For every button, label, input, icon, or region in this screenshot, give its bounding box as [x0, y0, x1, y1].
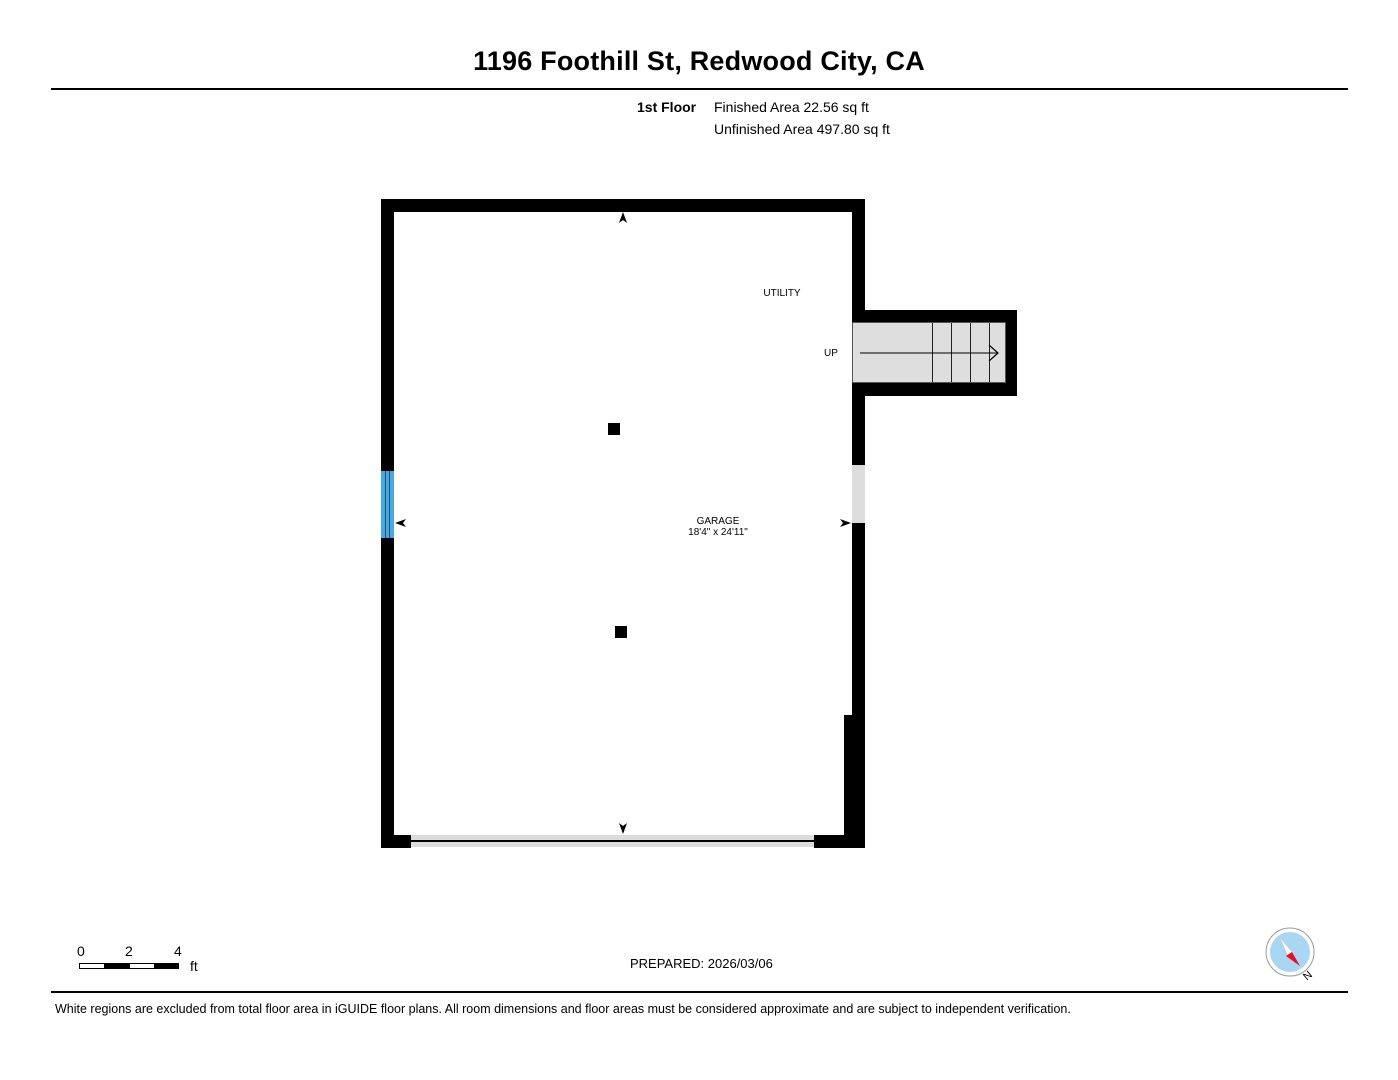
wall-bottom-right: [814, 835, 865, 848]
marker-right-icon: [840, 519, 851, 527]
scale-tick-0: 0: [77, 943, 85, 959]
marker-up-icon: [619, 212, 627, 223]
finished-area: Finished Area 22.56 sq ft: [714, 99, 869, 115]
scale-track: [79, 963, 179, 969]
page-title: 1196 Foothill St, Redwood City, CA: [473, 46, 925, 76]
header-rule: [51, 88, 1348, 90]
room-label-garage: GARAGE: [696, 516, 740, 527]
unfinished-area: Unfinished Area 497.80 sq ft: [714, 121, 890, 137]
stairs-up-label: UP: [824, 348, 838, 359]
scale-tick-2: 2: [125, 943, 133, 959]
garage-door: [411, 835, 814, 847]
compass-icon: N: [1264, 926, 1324, 986]
wall-left-upper: [381, 199, 394, 471]
floor-label: 1st Floor: [637, 99, 697, 115]
stairs: [852, 322, 1006, 383]
stair-wall-bottom: [852, 383, 1017, 396]
marker-left-icon: [395, 519, 406, 527]
room-dimensions-garage: 18'4" x 24'11": [688, 527, 748, 538]
column: [615, 626, 627, 638]
disclaimer: White regions are excluded from total fl…: [55, 1002, 1071, 1016]
wall-right-middle: [852, 396, 865, 465]
footer-rule: [51, 991, 1348, 993]
stair-arrow-icon: [860, 344, 999, 362]
column: [608, 423, 620, 435]
scale-tick-4: 4: [174, 943, 182, 959]
wall-bottom-left: [381, 835, 411, 848]
scale-bar: 0 2 4 ft: [60, 940, 220, 980]
wall-top: [381, 199, 865, 212]
window: [381, 471, 394, 538]
scale-unit: ft: [190, 958, 198, 974]
opening: [852, 465, 865, 523]
stair-wall-top: [852, 310, 1017, 322]
marker-down-icon: [619, 823, 627, 834]
wall-right-upper: [852, 199, 865, 322]
prepared-date: PREPARED: 2026/03/06: [630, 956, 773, 971]
wall-left-lower: [381, 538, 394, 848]
stair-wall-right: [1005, 310, 1017, 396]
room-label-utility: UTILITY: [763, 288, 801, 299]
wall-right-thick: [844, 715, 865, 848]
